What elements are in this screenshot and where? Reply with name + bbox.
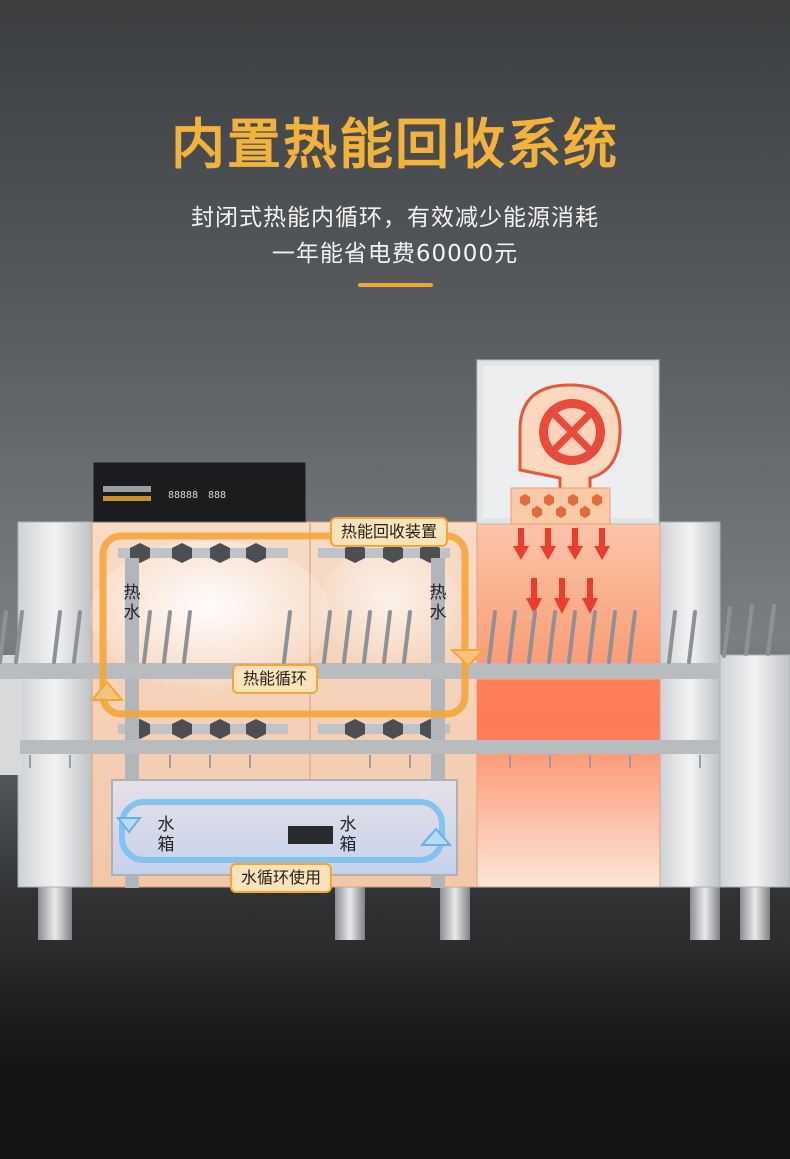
machine-legs: [38, 885, 770, 940]
blower-fan-icon: [518, 383, 622, 492]
subtitle-line-1: 封闭式热能内循环，有效减少能源消耗: [191, 205, 599, 231]
conveyor-rack-top: [0, 663, 720, 754]
water-cycle-loop: [119, 799, 445, 863]
hot-water-label-left: 热水: [123, 583, 141, 623]
subtitle-line-2: 一年能省电费60000元: [271, 241, 519, 267]
page-title: 内置热能回收系统: [171, 113, 619, 176]
title-divider: [358, 283, 433, 287]
hot-air-arrows: [513, 528, 610, 614]
panel-display-right: 888: [208, 490, 226, 501]
heat-cycle-arrow-up: [89, 680, 125, 701]
heat-cycle-arrow-down: [449, 649, 487, 668]
water-tank-label-right: 水箱: [339, 815, 357, 855]
heat-recovery-device-label: 热能回收装置: [330, 517, 449, 547]
panel-display-left: 88888: [168, 490, 198, 501]
water-cycle-arrow-left: [115, 817, 143, 834]
dishwasher-illustration: 88888 888: [0, 359, 790, 940]
hot-water-label-right: 热水: [429, 583, 447, 623]
rack-tines: [0, 604, 776, 664]
floor-reflection: [0, 940, 790, 1159]
water-tank-label-left: 水箱: [157, 815, 175, 855]
water-cycle-label: 水循环使用: [230, 863, 333, 893]
water-cycle-arrow-right: [419, 827, 453, 846]
heat-cycle-label: 热能循环: [232, 664, 319, 694]
heat-cycle-loop: [99, 532, 469, 718]
